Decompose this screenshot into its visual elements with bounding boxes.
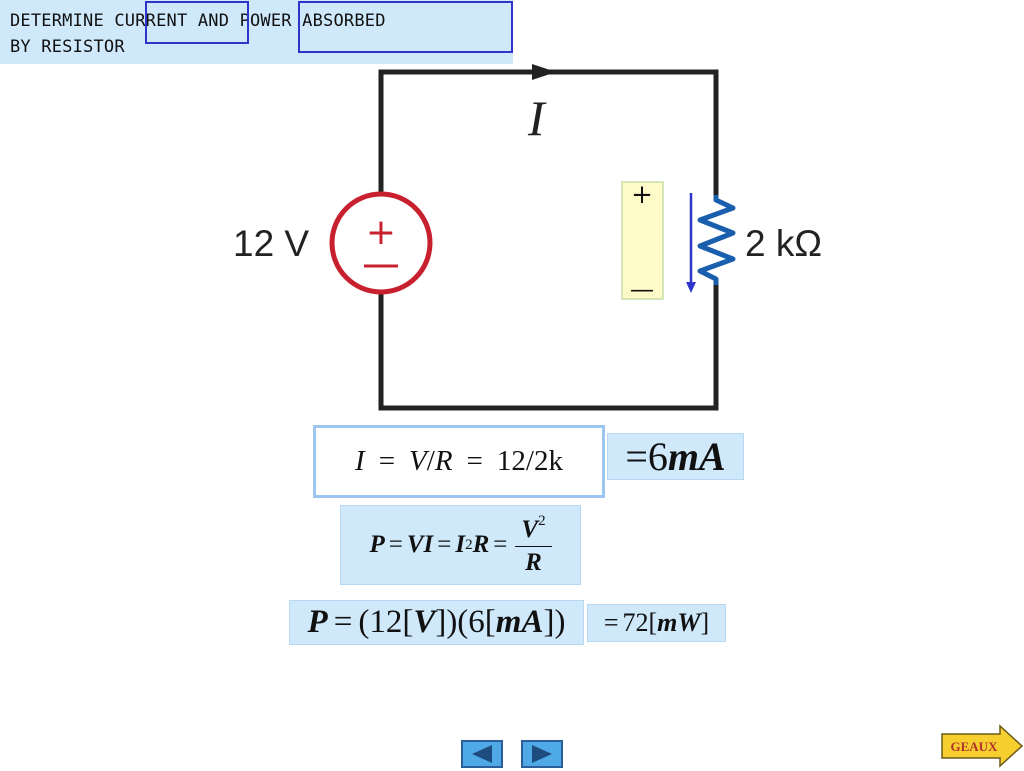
power-frac-num-exp: 2 xyxy=(538,513,546,529)
title-line-1: DETERMINE CURRENT AND POWER ABSORBED xyxy=(10,11,386,31)
ohm-eq2: = xyxy=(466,445,483,477)
power-frac-den: R xyxy=(525,549,542,576)
power-sub-b: ])(6[ xyxy=(435,604,496,640)
resistor-polarity-minus: — xyxy=(630,275,654,303)
power-result-unit: mW xyxy=(657,608,701,637)
ohm-eq1: = xyxy=(378,445,396,477)
power-eq2: = xyxy=(437,531,452,558)
highlight-power-absorbed xyxy=(298,1,513,53)
power-vi: VI xyxy=(406,531,434,558)
power-eq3: = xyxy=(493,531,508,558)
resistor-icon xyxy=(697,195,736,285)
power-result: = 72[mW] xyxy=(587,604,726,642)
ohm-slash: / xyxy=(426,445,435,477)
power-result-num: 72[ xyxy=(622,608,658,637)
ohm-lhs: I xyxy=(355,445,365,477)
geaux-button[interactable]: GEAUX xyxy=(940,724,1024,768)
triangle-right-icon xyxy=(532,745,552,763)
power-eq1: = xyxy=(388,531,403,558)
source-label: 12 V xyxy=(233,223,309,264)
prev-slide-button[interactable] xyxy=(461,740,503,768)
power-frac-num: V xyxy=(521,516,539,543)
current-result-num: 6 xyxy=(647,434,668,479)
current-result-unit: mA xyxy=(667,434,726,479)
ohm-value: 12/2k xyxy=(496,445,563,477)
resistor-polarity-box xyxy=(621,181,664,300)
power-sub-eq: = xyxy=(333,604,353,640)
current-result-eq: = xyxy=(625,434,648,479)
current-result: = 6 mA xyxy=(607,433,744,480)
title-line-2: BY RESISTOR xyxy=(10,37,125,57)
power-p: P xyxy=(369,531,385,558)
power-r: R xyxy=(472,531,490,558)
resistor-polarity-plus: + xyxy=(631,180,653,210)
power-i: I xyxy=(455,531,466,558)
ohm-v: V xyxy=(409,445,427,477)
resistor-label: 2 kΩ xyxy=(745,223,822,264)
triangle-left-icon xyxy=(472,745,492,763)
current-label: I xyxy=(527,90,547,146)
ohm-law-equation: I = V / R = 12/2k xyxy=(313,425,605,498)
current-arrow-icon xyxy=(532,64,556,80)
power-sub-ma: mA xyxy=(495,604,544,640)
voltage-source-circle xyxy=(329,191,433,295)
power-sub-a: (12[ xyxy=(358,604,414,640)
ohm-r: R xyxy=(434,445,453,477)
power-fraction: V2 R xyxy=(515,513,552,577)
power-sub-v: V xyxy=(413,604,436,640)
power-result-close: ] xyxy=(700,608,710,637)
highlight-current xyxy=(145,1,249,44)
title-text: DETERMINE CURRENT AND POWER ABSORBED BY … xyxy=(10,8,510,60)
arrow-right-icon xyxy=(941,724,1024,768)
power-result-eq: = xyxy=(603,608,619,637)
power-sub-c: ]) xyxy=(543,604,566,640)
source-plus: + xyxy=(366,212,396,253)
power-substitution: P = (12[V])(6[mA]) xyxy=(289,600,584,645)
power-i-exp: 2 xyxy=(465,536,473,553)
title-bar: DETERMINE CURRENT AND POWER ABSORBED BY … xyxy=(0,0,513,64)
power-sub-p: P xyxy=(307,604,328,640)
geaux-label: GEAUX xyxy=(951,739,999,754)
next-slide-button[interactable] xyxy=(521,740,563,768)
voltage-drop-arrow-head xyxy=(686,282,696,293)
